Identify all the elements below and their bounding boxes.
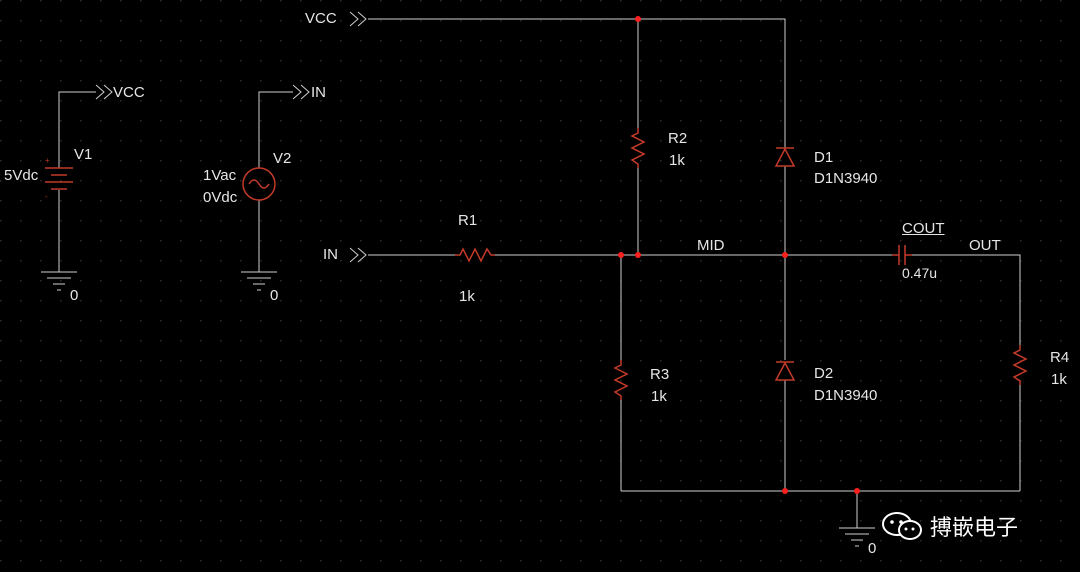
v2-ref-label: V2 xyxy=(273,150,292,167)
d1-ref-label: D1 xyxy=(814,149,834,166)
net-label-mid: MID xyxy=(697,237,725,254)
v1-value-label: 5Vdc xyxy=(4,167,39,184)
battery-plus-sign: + xyxy=(45,156,50,165)
port-arrow-in-main xyxy=(349,247,359,263)
r1-ref-label: R1 xyxy=(458,212,478,229)
wires xyxy=(58,18,1021,528)
port-arrow-vcc-top xyxy=(349,11,359,27)
port-arrow-v1-vcc xyxy=(95,84,105,100)
r3-value-label: 1k xyxy=(651,388,667,405)
d1-model-label: D1N3940 xyxy=(814,170,878,187)
r4-value-label: 1k xyxy=(1051,371,1067,388)
resistor-r2-symbol[interactable] xyxy=(630,128,646,168)
junction-nodes xyxy=(618,16,860,494)
cout-ref-label: COUT xyxy=(902,220,945,237)
port-label-vcc-top: VCC xyxy=(305,10,337,27)
port-label-v2-in: IN xyxy=(311,84,326,101)
resistor-r1-symbol[interactable] xyxy=(455,247,495,263)
gnd-label-v1: 0 xyxy=(70,287,79,304)
gnd-label-v2: 0 xyxy=(270,287,279,304)
r3-ref-label: R3 xyxy=(650,366,670,383)
ac-source-v2-symbol[interactable] xyxy=(242,167,276,201)
r2-ref-label: R2 xyxy=(668,130,688,147)
port-arrow-v2-in xyxy=(292,84,302,100)
diode-d1-symbol[interactable] xyxy=(774,147,796,167)
wechat-icon xyxy=(882,512,922,540)
cout-value-label: 0.47u xyxy=(902,265,938,281)
ground-v2-icon xyxy=(241,271,277,291)
r1-value-label: 1k xyxy=(459,288,475,305)
battery-minus-sign: - xyxy=(45,192,48,201)
d2-model-label: D1N3940 xyxy=(814,387,878,404)
ground-main-icon xyxy=(839,527,875,547)
net-label-out: OUT xyxy=(969,237,1001,254)
resistor-r4-symbol[interactable] xyxy=(1012,345,1028,385)
gnd-label-main: 0 xyxy=(868,540,877,557)
battery-v1-symbol[interactable] xyxy=(45,167,73,190)
r4-ref-label: R4 xyxy=(1050,349,1070,366)
ground-v1-icon xyxy=(41,271,77,291)
diode-d2-symbol[interactable] xyxy=(774,361,796,381)
capacitor-cout-symbol[interactable] xyxy=(892,245,912,265)
port-arrows xyxy=(95,11,367,263)
v2-value1-label: 1Vac xyxy=(203,167,237,184)
r2-value-label: 1k xyxy=(669,152,685,169)
watermark-text: 搏嵌电子 xyxy=(930,516,1019,541)
resistor-r3-symbol[interactable] xyxy=(613,360,629,400)
v2-value2-label: 0Vdc xyxy=(203,189,238,206)
d2-ref-label: D2 xyxy=(814,365,834,382)
v1-ref-label: V1 xyxy=(74,146,93,163)
port-label-v1-vcc: VCC xyxy=(113,84,145,101)
port-label-in-main: IN xyxy=(323,246,338,263)
watermark: 搏嵌电子 xyxy=(880,510,1018,542)
